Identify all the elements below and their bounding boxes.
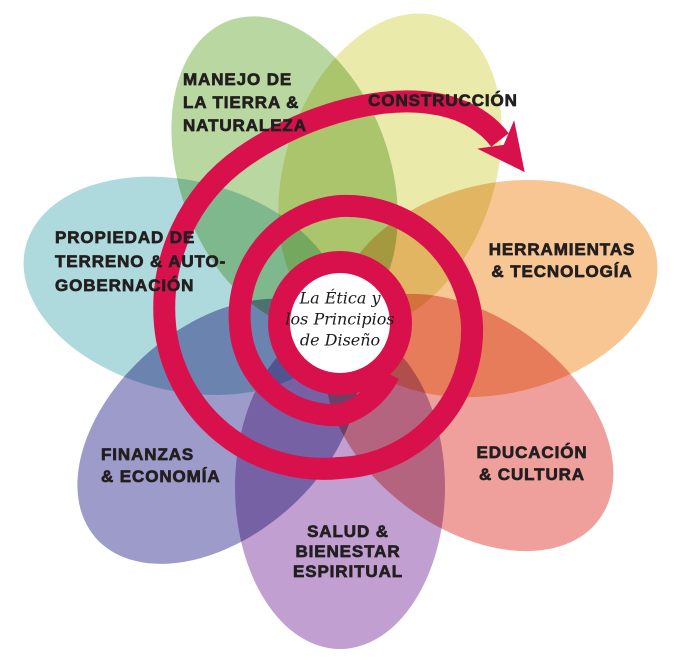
center-label-line: de Diseño xyxy=(299,330,381,350)
center-circle xyxy=(268,251,412,395)
petal-label-construccion: CONSTRUCCIÓN xyxy=(368,89,518,112)
petal-label-propiedad: PROPIEDAD DE TERRENO & AUTO- GOBERNACIÓN xyxy=(55,226,226,298)
label-line: SALUD & xyxy=(307,522,389,542)
label-line: FINANZAS xyxy=(101,445,195,465)
petal-label-manejo: MANEJO DE LA TIERRA & NATURALEZA xyxy=(183,68,307,137)
petal-propiedad xyxy=(23,176,343,395)
label-line: GOBERNACIÓN xyxy=(55,276,195,296)
spiral-arrow xyxy=(153,90,525,480)
label-line: PROPIEDAD DE xyxy=(55,228,196,248)
center-label-line: los Principios xyxy=(285,309,395,329)
label-line: ESPIRITUAL xyxy=(292,562,404,582)
petal-label-salud: SALUD & BIENESTAR ESPIRITUAL xyxy=(293,522,403,582)
label-line: HERRAMIENTAS xyxy=(488,240,636,260)
label-line: LA TIERRA & xyxy=(183,93,300,113)
label-line: MANEJO DE xyxy=(183,70,293,90)
label-line: TERRENO & AUTO- xyxy=(55,252,227,272)
petal-label-educacion: EDUCACIÓN & CULTURA xyxy=(476,442,587,486)
label-line: & ECONOMÍA xyxy=(101,467,221,487)
label-line: BIENESTAR xyxy=(295,542,401,562)
petal-label-finanzas: FINANZAS & ECONOMÍA xyxy=(101,444,221,488)
label-line: EDUCACIÓN xyxy=(476,443,588,463)
label-line: & CULTURA xyxy=(478,465,585,485)
petal-label-herramientas: HERRAMIENTAS & TECNOLOGÍA xyxy=(488,239,636,283)
label-line: CONSTRUCCIÓN xyxy=(368,91,518,111)
center-label: La Ética y los Principios de Diseño xyxy=(285,288,394,351)
label-line: & TECNOLOGÍA xyxy=(491,262,633,282)
label-line: NATURALEZA xyxy=(183,116,307,136)
center-label-line: La Ética y xyxy=(299,288,381,308)
